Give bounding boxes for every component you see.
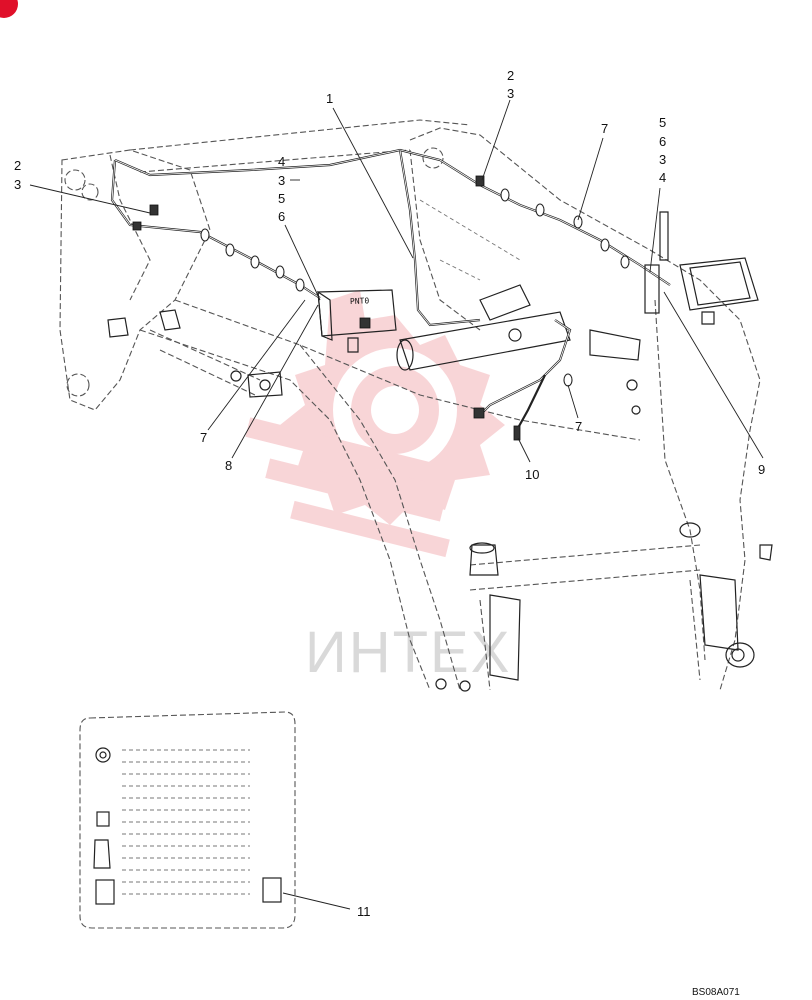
callout-3: 3: [659, 152, 666, 167]
watermark: ИНТЕХ: [245, 290, 511, 685]
lamp-marking: PNT0: [350, 296, 370, 306]
corner-badge: [0, 0, 18, 18]
wiring-harness: [110, 148, 671, 441]
drawing-code: BS08A071: [692, 987, 740, 998]
callout-3: 3: [14, 177, 21, 192]
callout-7: 7: [601, 121, 608, 136]
callout-1: 1: [326, 91, 333, 106]
callout-2: 2: [507, 68, 514, 83]
callout-3: 3: [507, 86, 514, 101]
callout-11: 11: [357, 904, 371, 919]
callout-2: 2: [14, 158, 21, 173]
callout-9: 9: [758, 462, 765, 477]
decal-text-lines: [122, 749, 250, 895]
leader-lines: [29, 99, 764, 910]
callout-7: 7: [200, 430, 207, 445]
loader-frame: [59, 119, 761, 691]
callout-6: 6: [278, 209, 285, 224]
callout-5: 5: [278, 191, 285, 206]
callout-10: 10: [525, 467, 539, 482]
callout-7: 7: [575, 419, 582, 434]
callout-8: 8: [225, 458, 232, 473]
callout-4: 4: [659, 170, 666, 185]
watermark-text: ИНТЕХ: [305, 620, 511, 685]
callout-5: 5: [659, 115, 666, 130]
callout-3: 3: [278, 173, 285, 188]
frame-hardware: [107, 211, 773, 692]
callout-6: 6: [659, 134, 666, 149]
work-lamp-left: PNT0: [317, 289, 397, 353]
work-lamp-right: [644, 257, 759, 325]
callouts: 1 2 3 2 3 4 3 5 6 7 5 6 3 4 7 8 7 10 9 1…: [14, 68, 765, 919]
decal-panel: [79, 711, 296, 929]
gear-logo-icon: [245, 290, 505, 558]
callout-4: 4: [278, 154, 285, 169]
